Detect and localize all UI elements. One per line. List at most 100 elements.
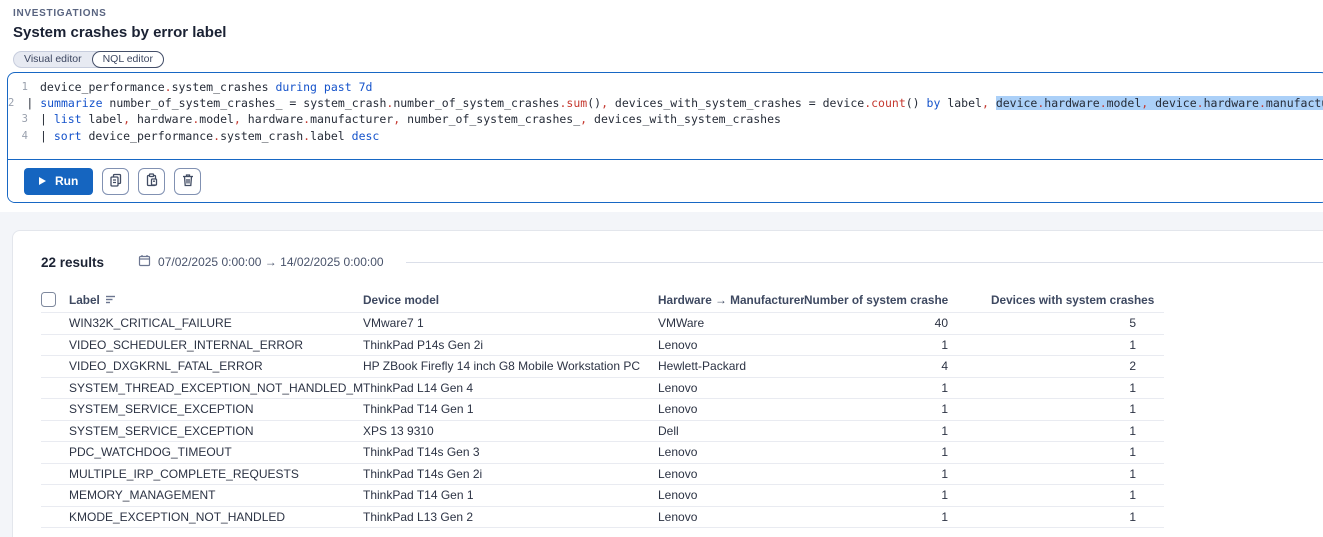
table-cell: 5 [1129,316,1136,331]
table-cell: 1 [941,488,948,503]
line-number: 2 [8,97,15,110]
line-number: 1 [21,81,28,93]
column-header-label[interactable]: Label [69,293,363,307]
table-cell: 1 [1129,402,1136,417]
date-range-text: 07/02/2025 0:00:00 → 14/02/2025 0:00:00 [158,255,384,269]
date-range[interactable]: 07/02/2025 0:00:00 → 14/02/2025 0:00:00 [138,254,384,270]
trash-icon [181,173,195,190]
table-cell: ThinkPad T14 Gen 1 [363,488,474,503]
table-cell: Lenovo [658,380,698,395]
code-text: | summarize number_of_system_crashes_ = … [26,95,1323,111]
table-cell: Lenovo [658,337,698,352]
calendar-icon [138,254,151,270]
column-header-manufacturer[interactable]: Hardware → Manufacturer [658,292,804,307]
code-line[interactable]: 3 | list label, hardware.model, hardware.… [8,111,1323,127]
table-cell: Lenovo [658,466,698,481]
clipboard-copy-icon [145,173,159,190]
nql-query-editor: 1 device_performance.system_crashes durin… [7,72,1323,203]
table-cell: 1 [941,445,948,460]
results-section: 22 results 07/02/2025 0:00:00 → 14/02/20… [0,212,1323,537]
table-cell: ThinkPad L13 Gen 2 [363,509,474,524]
table-cell: WIN32K_CRITICAL_FAILURE [69,316,232,331]
page-header: INVESTIGATIONS System crashes by error l… [0,0,1323,41]
play-icon [39,177,46,186]
table-cell: Lenovo [658,402,698,417]
column-header-label-text: Label [69,292,100,307]
table-cell: VIDEO_SCHEDULER_INTERNAL_ERROR [69,337,304,352]
duplicate-button[interactable] [138,167,166,195]
code-lines[interactable]: 1 device_performance.system_crashes durin… [8,73,1323,159]
select-all-checkbox[interactable] [41,292,56,307]
table-row[interactable]: MULTIPLE_IRP_COMPLETE_REQUESTS ThinkPad T… [41,464,1164,485]
results-count: 22 results [41,254,105,270]
sort-icon[interactable] [105,293,116,307]
table-row[interactable]: VIDEO_DXGKRNL_FATAL_ERROR HP ZBook Firefl… [41,356,1164,378]
table-row[interactable]: SYSTEM_SERVICE_EXCEPTION XPS 13 9310 Dell 1… [41,421,1164,442]
table-cell: 1 [1129,445,1136,460]
table-cell: ThinkPad T14s Gen 2i [363,466,483,481]
table-cell: 2 [1129,359,1136,374]
table-cell: 1 [941,509,948,524]
page-title: System crashes by error label [13,24,227,41]
table-cell: Hewlett-Packard [658,359,747,374]
table-row[interactable]: SYSTEM_SERVICE_EXCEPTION ThinkPad T14 Gen… [41,399,1164,421]
code-text: | list label, hardware.model, hardware.m… [40,112,781,127]
editor-toolbar: Run [8,159,1323,202]
header-divider [405,261,1323,263]
table-cell: SYSTEM_SERVICE_EXCEPTION [69,423,254,438]
table-row[interactable]: KMODE_EXCEPTION_NOT_HANDLED ThinkPad L13 … [41,507,1164,528]
line-number: 4 [21,129,28,142]
table-header-row: Label Device model Hardware → Manufactur… [41,287,1164,313]
column-header-crashes[interactable]: Number of system crashes [804,292,948,307]
copy-button[interactable] [102,167,130,195]
table-cell: 1 [941,337,948,352]
code-line[interactable]: 2 | summarize number_of_system_crashes_ =… [8,95,1323,111]
table-cell: ThinkPad T14 Gen 1 [363,402,474,417]
breadcrumb: INVESTIGATIONS [13,8,107,19]
editor-mode-toggle: Visual editor NQL editor [13,51,164,68]
table-cell: ThinkPad L14 Gen 4 [363,380,474,395]
table-cell: 1 [1129,509,1136,524]
table-cell: 1 [941,423,948,438]
table-cell: 4 [941,359,948,374]
table-cell: HP ZBook Firefly 14 inch G8 Mobile Works… [363,359,640,374]
table-cell: VMWare [658,316,705,331]
table-cell: ThinkPad T14s Gen 3 [363,445,480,460]
results-card: 22 results 07/02/2025 0:00:00 → 14/02/20… [12,230,1323,537]
table-cell: 1 [1129,337,1136,352]
table-cell: XPS 13 9310 [363,423,434,438]
table-cell: 1 [941,466,948,481]
table-cell: 1 [941,380,948,395]
code-text: | sort device_performance.system_crash.l… [40,128,380,143]
line-number: 3 [21,113,28,126]
table-cell: VIDEO_DXGKRNL_FATAL_ERROR [69,359,263,374]
run-button[interactable]: Run [24,167,94,195]
column-header-device-model[interactable]: Device model [363,292,440,307]
column-header-devices[interactable]: Devices with system crashes [991,292,1155,307]
table-cell: PDC_WATCHDOG_TIMEOUT [69,445,232,460]
tab-visual-editor[interactable]: Visual editor [24,53,82,65]
tab-nql-editor[interactable]: NQL editor [91,51,164,68]
table-cell: 1 [1129,380,1136,395]
select-all-cell [41,292,69,307]
table-cell: SYSTEM_SERVICE_EXCEPTION [69,402,254,417]
table-cell: Dell [658,423,679,438]
code-line[interactable]: 1 device_performance.system_crashes durin… [8,79,1323,95]
results-table: Label Device model Hardware → Manufactur… [41,287,1164,528]
code-text: device_performance.system_crashes during… [40,80,373,94]
table-cell: KMODE_EXCEPTION_NOT_HANDLED [69,509,286,524]
table-cell: 1 [1129,488,1136,503]
table-cell: SYSTEM_THREAD_EXCEPTION_NOT_HANDLED_M [69,380,363,395]
delete-button[interactable] [174,167,202,195]
table-cell: 1 [1129,423,1136,438]
code-line[interactable]: 4 | sort device_performance.system_crash.… [8,128,1323,144]
table-cell: MULTIPLE_IRP_COMPLETE_REQUESTS [69,466,299,481]
results-header: 22 results 07/02/2025 0:00:00 → 14/02/20… [13,231,1323,270]
copy-icon [109,173,123,190]
